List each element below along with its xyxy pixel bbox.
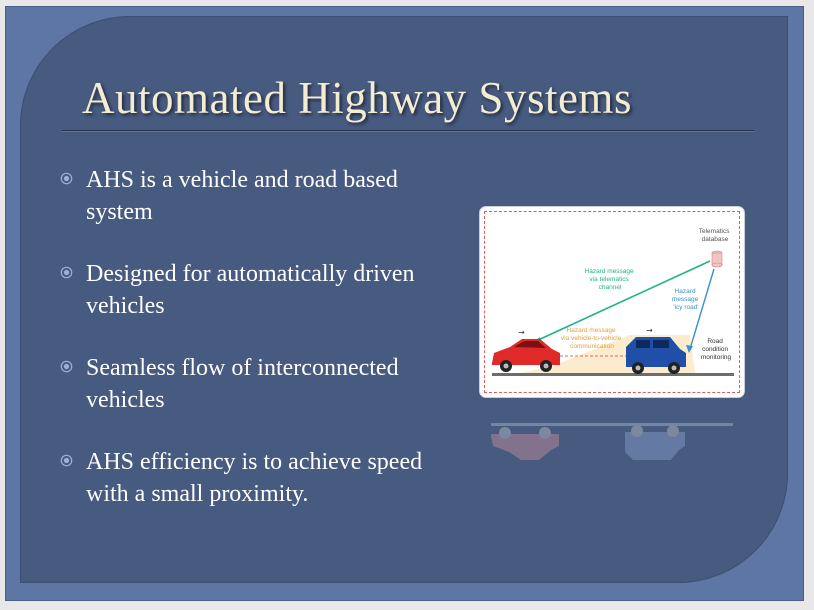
red-car-direction-icon: → [518,328,525,337]
hazard-telematics-label: Hazard message via telematics channel [585,268,636,291]
ahs-diagram: → → Telematics database Hazard message v… [479,206,745,398]
reflection-svg [491,423,733,460]
blue-car-direction-icon: → [646,326,653,335]
hazard-v2v-label: Hazard message via vehicle-to-vehicle co… [561,327,623,350]
bullet-text: AHS efficiency is to achieve speed with … [86,449,423,507]
bullet-item: Designed for automatically driven vehicl… [60,258,460,322]
title-divider [62,130,754,131]
database-icon [711,250,723,268]
slide-title: Automated Highway Systems [82,73,632,123]
bullet-circle-icon [60,360,73,373]
telematics-arrow [535,260,711,342]
bullet-text: Designed for automatically driven vehicl… [86,261,415,319]
bullet-item: Seamless flow of interconnected vehicles [60,352,460,416]
road-condition-label: Road condition monitoring [701,338,732,361]
hazard-icy-label: Hazard message 'icy road' [672,288,700,311]
bullet-item: AHS is a vehicle and road based system [60,164,460,228]
bullet-text: Seamless flow of interconnected vehicles [86,355,399,413]
red-car-icon [492,339,560,372]
diagram-border [484,211,740,393]
bullet-circle-icon [60,266,73,279]
icy-road-arrow [689,268,715,350]
bullet-text: AHS is a vehicle and road based system [86,167,398,225]
road-line [492,373,734,376]
telematics-label: Telematics database [699,228,732,243]
bullet-item: AHS efficiency is to achieve speed with … [60,446,460,510]
bullet-circle-icon [60,454,73,467]
diagram-svg: → → Telematics database Hazard message v… [492,228,734,376]
bullet-list: AHS is a vehicle and road based system D… [60,164,460,540]
blue-car-icon [626,337,686,374]
diagram-reflection [479,400,745,460]
icy-road-arrowhead [686,345,693,353]
bullet-circle-icon [60,172,73,185]
